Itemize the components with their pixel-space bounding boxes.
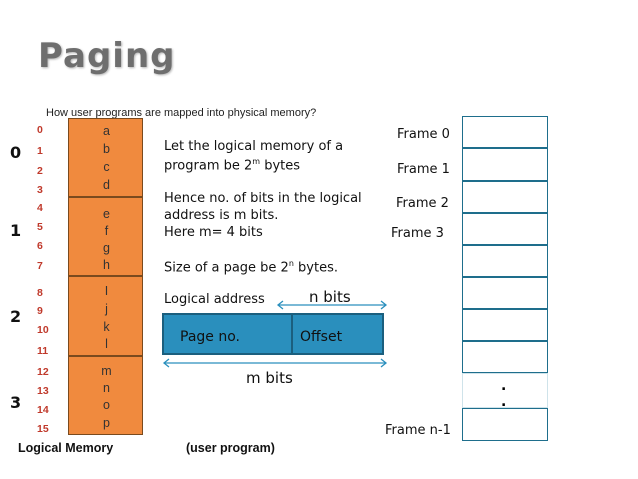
logical-address-label: Logical address xyxy=(164,292,265,307)
address-label: 13 xyxy=(37,385,49,397)
arrowhead-left-icon xyxy=(162,358,170,368)
address-label: 9 xyxy=(37,305,43,317)
page-letter: h xyxy=(103,258,110,272)
explanation-line: Here m= 4 bits xyxy=(164,225,263,240)
page-letter: m xyxy=(101,364,112,378)
page-letter: k xyxy=(103,320,110,334)
address-label: 1 xyxy=(37,145,43,157)
slide-title: Paging xyxy=(38,36,176,76)
page-letter: c xyxy=(103,160,110,174)
explanation-line: program be 2m bytes xyxy=(164,157,301,174)
explanation-line: Let the logical memory of a xyxy=(164,139,344,154)
address-label: 5 xyxy=(37,221,43,233)
frame-label: Frame 3 xyxy=(391,226,444,241)
page-letter: g xyxy=(103,241,110,255)
ellipsis-dot: . xyxy=(501,378,507,394)
frame-cell xyxy=(462,148,548,181)
ellipsis-dot: . xyxy=(501,394,507,410)
address-label: 12 xyxy=(37,366,49,378)
page-letter: a xyxy=(103,124,110,138)
address-label: 6 xyxy=(37,240,43,252)
arrowhead-right-icon xyxy=(380,300,388,310)
page-no-field: Page no. xyxy=(180,329,240,345)
frame-label: Frame 0 xyxy=(397,127,450,142)
address-label: 7 xyxy=(37,260,43,272)
frame-cell xyxy=(462,277,548,309)
user-program-caption: (user program) xyxy=(186,441,275,455)
page-letter: p xyxy=(103,416,110,430)
logical-memory-caption: Logical Memory xyxy=(18,441,114,455)
frame-cell-ellipsis: . . xyxy=(462,373,548,410)
page-number: 0 xyxy=(10,143,22,162)
m-bits-label: m bits xyxy=(246,369,293,387)
logical-address-box xyxy=(162,313,384,355)
page-number: 2 xyxy=(10,307,22,326)
page-letter: n xyxy=(103,381,110,395)
page-letter: e xyxy=(103,207,110,221)
logical-page-1: e f g h xyxy=(68,197,143,276)
address-label: 4 xyxy=(37,202,43,214)
frame-cell xyxy=(462,181,548,213)
address-label: 10 xyxy=(37,324,49,336)
page-number: 3 xyxy=(10,393,22,412)
frame-cell xyxy=(462,309,548,341)
logical-page-2: I j k l xyxy=(68,276,143,356)
page-letter: l xyxy=(105,337,108,351)
address-label: 0 xyxy=(37,124,43,136)
slide-subtitle: How user programs are mapped into physic… xyxy=(46,107,317,119)
n-bits-label: n bits xyxy=(309,288,351,306)
arrowhead-left-icon xyxy=(276,300,284,310)
frame-label: Frame 2 xyxy=(396,196,449,211)
address-label: 2 xyxy=(37,165,43,177)
page-letter: d xyxy=(103,178,110,192)
arrowhead-right-icon xyxy=(380,358,388,368)
address-label: 3 xyxy=(37,184,43,196)
offset-field: Offset xyxy=(300,329,343,345)
frame-cell xyxy=(462,116,548,148)
frame-cell xyxy=(462,213,548,245)
frame-cell xyxy=(462,408,548,441)
page-letter: b xyxy=(103,142,110,156)
address-label: 8 xyxy=(37,287,43,299)
explanation-line: address is m bits. xyxy=(164,208,279,223)
explanation-line: Hence no. of bits in the logical xyxy=(164,191,362,206)
page-letter: j xyxy=(105,302,108,316)
frame-label: Frame 1 xyxy=(397,162,450,177)
logical-page-0: a b c d xyxy=(68,118,143,197)
address-divider xyxy=(291,313,293,355)
explanation-line: Size of a page be 2n bytes. xyxy=(164,259,338,276)
page-letter: o xyxy=(103,398,110,412)
address-label: 14 xyxy=(37,404,49,416)
frame-cell xyxy=(462,245,548,277)
address-label: 11 xyxy=(37,345,49,357)
page-letter: I xyxy=(104,284,109,298)
logical-page-3: m n o p xyxy=(68,356,143,435)
address-label: 15 xyxy=(37,423,49,435)
page-letter: f xyxy=(104,224,109,238)
frame-label: Frame n-1 xyxy=(385,423,451,438)
frame-cell xyxy=(462,341,548,373)
page-number: 1 xyxy=(10,221,22,240)
